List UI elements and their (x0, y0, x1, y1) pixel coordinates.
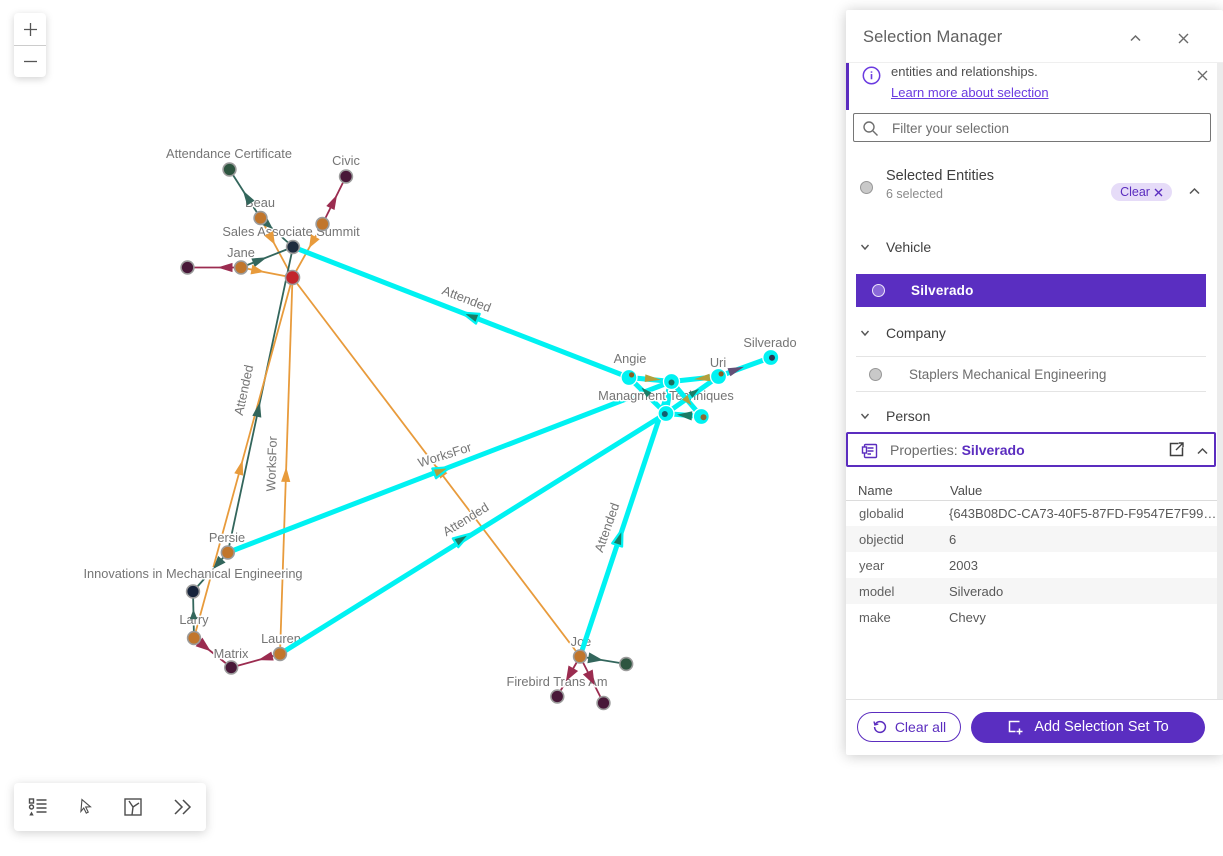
svg-text:Beau: Beau (245, 195, 275, 210)
svg-text:Larry: Larry (179, 612, 209, 627)
svg-text:Silverado: Silverado (743, 335, 796, 350)
svg-text:Civic: Civic (332, 153, 360, 168)
svg-text:WorksFor: WorksFor (263, 435, 280, 491)
svg-text:Firebird Trans Am: Firebird Trans Am (507, 674, 608, 689)
svg-text:Uri: Uri (710, 355, 726, 370)
svg-text:Sales Associate Summit: Sales Associate Summit (222, 224, 360, 239)
svg-text:Jane: Jane (227, 245, 255, 260)
svg-text:Managment Techniques: Managment Techniques (598, 388, 734, 403)
svg-text:Matrix: Matrix (214, 646, 249, 661)
svg-text:Innovations in Mechanical Engi: Innovations in Mechanical Engineering (83, 566, 302, 581)
svg-text:Attended: Attended (231, 363, 256, 416)
svg-text:Persie: Persie (209, 530, 245, 545)
svg-text:Attended: Attended (440, 283, 493, 316)
svg-text:Lauren: Lauren (261, 631, 301, 646)
svg-text:Attendance Certificate: Attendance Certificate (166, 146, 292, 161)
svg-text:WorksFor: WorksFor (416, 439, 474, 470)
svg-text:Angie: Angie (614, 351, 647, 366)
